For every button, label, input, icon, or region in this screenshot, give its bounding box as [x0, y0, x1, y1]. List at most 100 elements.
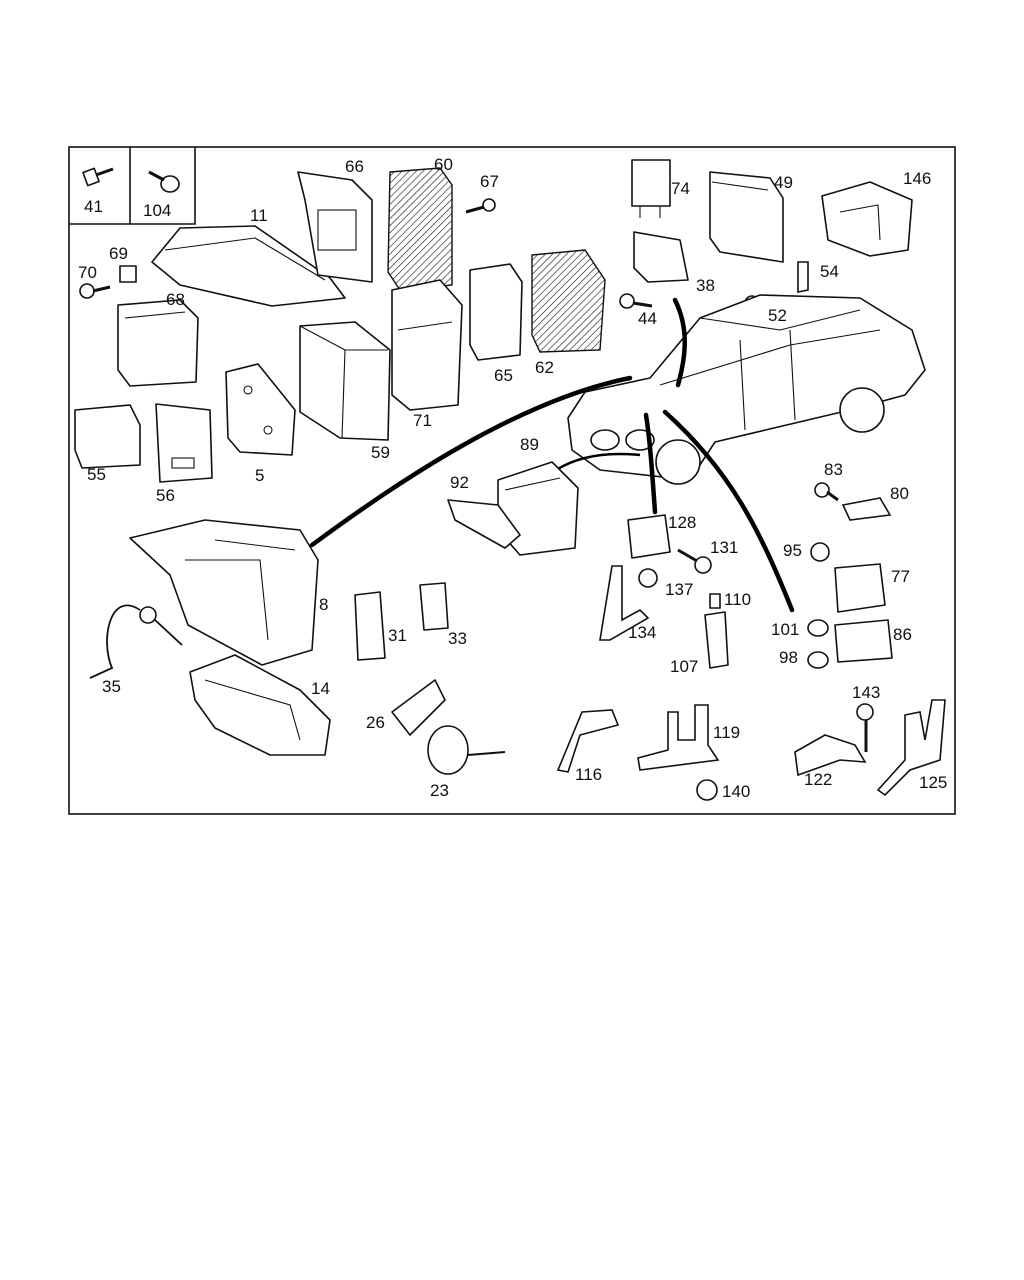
inset-box — [69, 147, 196, 225]
part-98-grommet — [807, 651, 829, 669]
part-69-nut — [119, 265, 137, 283]
label-131: 131 — [710, 538, 738, 557]
part-41-bolt — [82, 167, 114, 187]
part-26-connector — [391, 679, 446, 736]
part-68-control-unit — [117, 299, 199, 387]
label-8: 8 — [319, 595, 328, 614]
label-143: 143 — [852, 683, 880, 702]
label-49: 49 — [774, 173, 793, 192]
label-92: 92 — [450, 473, 469, 492]
label-119: 119 — [713, 723, 740, 742]
label-31: 31 — [388, 626, 407, 645]
label-26: 26 — [366, 713, 385, 732]
part-56-module — [155, 403, 213, 483]
part-23-sensor — [427, 725, 506, 775]
arrow-101-to-car — [662, 409, 795, 613]
label-71: 71 — [413, 411, 432, 430]
part-86-module — [834, 619, 893, 663]
part-83-screw — [814, 482, 839, 502]
part-60-ecu — [387, 167, 453, 291]
part-128-relay — [627, 514, 671, 559]
part-107-switch — [704, 611, 729, 669]
part-54-bracket — [797, 261, 809, 293]
label-140: 140 — [722, 782, 750, 801]
label-95: 95 — [783, 541, 802, 560]
label-5: 5 — [255, 466, 264, 485]
arrow-38-to-car — [672, 297, 687, 388]
label-23: 23 — [430, 781, 449, 800]
label-14: 14 — [311, 679, 330, 698]
label-55: 55 — [87, 465, 106, 484]
label-67: 67 — [480, 172, 499, 191]
label-69: 69 — [109, 244, 128, 263]
label-80: 80 — [890, 484, 909, 503]
part-143-screw — [856, 703, 874, 752]
label-134: 134 — [628, 623, 656, 642]
label-125: 125 — [919, 773, 947, 792]
label-104: 104 — [143, 201, 171, 220]
part-70-screw — [79, 283, 111, 299]
part-5-bracket — [225, 363, 296, 456]
diagram-frame — [68, 146, 956, 815]
part-110-switch — [709, 593, 721, 609]
label-65: 65 — [494, 366, 513, 385]
part-38-holder — [633, 231, 689, 283]
part-131-screw — [677, 548, 712, 574]
label-74: 74 — [671, 179, 690, 198]
part-140-nut — [696, 779, 718, 801]
label-59: 59 — [371, 443, 390, 462]
part-62-ecu — [531, 249, 606, 353]
label-89: 89 — [520, 435, 539, 454]
part-116-bracket — [556, 709, 620, 773]
part-77-module — [834, 563, 886, 613]
part-92-bracket — [447, 499, 521, 549]
label-70: 70 — [78, 263, 97, 282]
label-116: 116 — [575, 765, 602, 784]
part-122-bracket — [794, 734, 867, 777]
label-101: 101 — [771, 620, 799, 639]
label-33: 33 — [448, 629, 467, 648]
label-56: 56 — [156, 486, 175, 505]
label-54: 54 — [820, 262, 839, 281]
part-104-bolt — [148, 170, 180, 193]
label-98: 98 — [779, 648, 798, 667]
label-66: 66 — [345, 157, 364, 176]
part-11-cover — [151, 225, 346, 307]
label-52: 52 — [768, 306, 787, 325]
part-14-housing — [189, 654, 331, 756]
part-59-box — [299, 321, 391, 441]
label-107: 107 — [670, 657, 698, 676]
arrow-89-to-car — [555, 452, 641, 472]
label-35: 35 — [102, 677, 121, 696]
part-137-nut — [638, 568, 658, 588]
label-137: 137 — [665, 580, 693, 599]
part-44-screw — [619, 293, 653, 309]
label-77: 77 — [891, 567, 910, 586]
part-31-case — [354, 591, 386, 661]
label-83: 83 — [824, 460, 843, 479]
label-38: 38 — [696, 276, 715, 295]
label-110: 110 — [724, 590, 751, 609]
label-62: 62 — [535, 358, 554, 377]
vehicle-sedan — [567, 294, 926, 485]
part-33-case — [419, 582, 449, 631]
label-41: 41 — [84, 197, 103, 216]
arrow-128-to-car — [643, 412, 658, 515]
part-125-bracket — [876, 699, 946, 797]
part-119-bracket — [637, 704, 720, 771]
label-146: 146 — [903, 169, 931, 188]
label-122: 122 — [804, 770, 832, 789]
label-128: 128 — [668, 513, 696, 532]
part-66-module — [297, 171, 373, 283]
part-71-ecu — [391, 279, 463, 411]
part-55-connector — [74, 404, 141, 469]
part-101-grommet — [807, 619, 829, 637]
part-134-bracket — [599, 565, 650, 641]
arrow-8-to-car — [309, 375, 633, 548]
part-49-module — [709, 171, 784, 263]
part-146-module — [821, 181, 913, 257]
part-74-relay — [631, 159, 671, 218]
part-80-clip — [841, 497, 892, 521]
label-60: 60 — [434, 155, 453, 174]
